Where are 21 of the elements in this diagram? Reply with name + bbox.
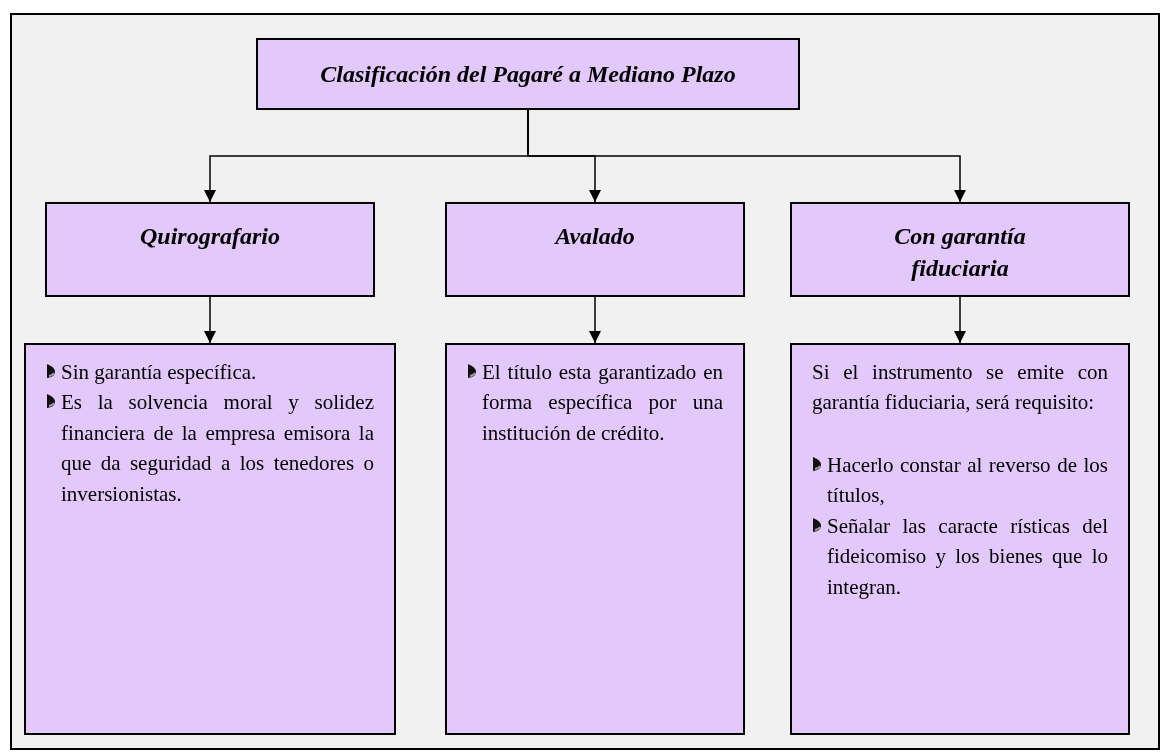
box-heading: Clasificación del Pagaré a Mediano Plazo bbox=[320, 59, 736, 89]
category-heading: Quirografario bbox=[140, 222, 280, 251]
list-item-text: Señalar las caracte rísticas del fideicomiso y los bienes que lo integran. bbox=[827, 512, 1108, 601]
connector-arrow bbox=[527, 109, 966, 203]
description-box bbox=[24, 343, 396, 735]
connector-arrow bbox=[954, 296, 966, 344]
description-box bbox=[445, 343, 745, 735]
category-heading: Con garantía fiduciaria bbox=[893, 222, 1027, 284]
category-box bbox=[45, 202, 375, 297]
description-box bbox=[790, 343, 1130, 735]
title-box bbox=[256, 38, 800, 110]
connector-arrow bbox=[589, 296, 601, 344]
list-item-text: El título esta garantizado en forma específica por una institución de crédito. bbox=[482, 359, 723, 447]
list-item-text: Sin garantía específica. bbox=[61, 359, 257, 386]
category-box bbox=[790, 202, 1130, 297]
list-item-text: Hacerlo constar al reverso de los títulos, bbox=[827, 451, 1108, 510]
connector-arrow bbox=[204, 296, 216, 344]
category-heading: Avalado bbox=[555, 222, 635, 251]
paragraph-text: Si el instrumento se emite con garantía fiduciaria, será requisito: bbox=[812, 359, 1108, 417]
list-item-text: Es la solvencia moral y solidez financiera de la empresa emisora la que da seguridad a los tenedores o inversionistas. bbox=[61, 389, 374, 508]
category-box bbox=[445, 202, 745, 297]
